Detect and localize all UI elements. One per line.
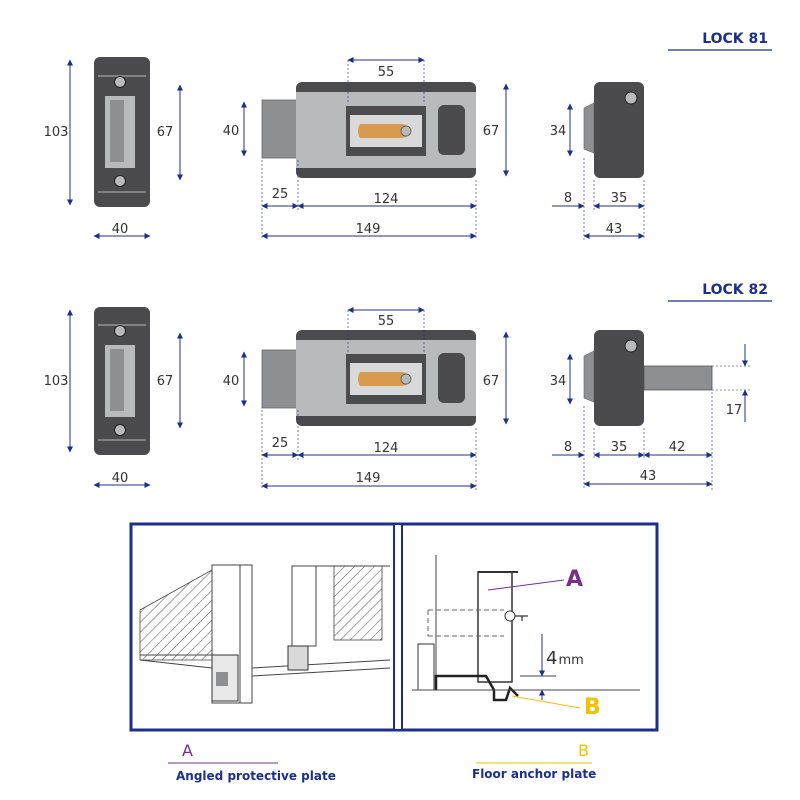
side-plate-height-label: 67 xyxy=(483,374,500,389)
end-height-label: 34 xyxy=(550,124,567,139)
body-length-label: 124 xyxy=(374,441,399,456)
plate-b-leader xyxy=(511,695,581,709)
plate-a-leader xyxy=(487,579,565,591)
installation-section: 4mm A B A Angled protective plate B Floo… xyxy=(129,522,659,783)
bolt-length-label: 25 xyxy=(272,187,289,202)
front-width-label: 40 xyxy=(112,222,129,237)
total-length-label: 149 xyxy=(356,222,381,237)
body-length-label: 124 xyxy=(374,192,399,207)
gate-illustration xyxy=(139,564,391,704)
lock-82-end-view xyxy=(583,330,713,426)
front-height-label: 103 xyxy=(44,125,69,140)
lock-82-front-view xyxy=(94,307,150,455)
end-total-width-label: 43 xyxy=(640,469,657,484)
end-body-width-label: 35 xyxy=(611,191,628,206)
bolt-length-label: 25 xyxy=(272,436,289,451)
end-bolt-length-label: 42 xyxy=(669,440,686,455)
side-body-height-label: 40 xyxy=(223,374,240,389)
key-span-label: 55 xyxy=(378,65,395,80)
lock-82-side-view xyxy=(261,330,476,426)
side-body-height-label: 40 xyxy=(223,124,240,139)
caption-b-text: Floor anchor plate xyxy=(472,767,596,781)
gap-label: 4mm xyxy=(546,648,584,669)
lock-81-end-view xyxy=(583,82,644,178)
end-offset-label: 8 xyxy=(564,440,572,455)
front-hole-spacing-label: 67 xyxy=(157,374,174,389)
bolt-height-label: 17 xyxy=(726,403,743,418)
end-offset-label: 8 xyxy=(564,191,572,206)
caption-a-text: Angled protective plate xyxy=(176,769,336,783)
end-total-width-label: 43 xyxy=(606,222,623,237)
front-width-label: 40 xyxy=(112,471,129,486)
plate-b-marker: B xyxy=(584,695,601,720)
key-span-label: 55 xyxy=(378,314,395,329)
front-height-label: 103 xyxy=(44,374,69,389)
end-body-width-label: 35 xyxy=(611,440,628,455)
key-icon xyxy=(504,610,516,622)
caption-a-letter: A xyxy=(182,741,193,760)
caption-b-letter: B xyxy=(578,741,589,760)
front-hole-spacing-label: 67 xyxy=(157,125,174,140)
lock-81: LOCK 81 103 67 40 40 xyxy=(44,31,772,240)
lock-82: LOCK 82 103 67 40 40 xyxy=(44,282,772,490)
angled-protective-plate-drawing xyxy=(287,645,309,671)
lock-81-front-view xyxy=(94,57,150,207)
end-height-label: 34 xyxy=(550,374,567,389)
panel-divider xyxy=(393,523,403,731)
lock-82-title: LOCK 82 xyxy=(702,282,768,298)
section-detail: 4mm A B xyxy=(412,555,640,720)
side-plate-height-label: 67 xyxy=(483,124,500,139)
lock-81-side-view xyxy=(261,82,476,178)
plate-a-marker: A xyxy=(566,567,583,592)
lock-81-title: LOCK 81 xyxy=(702,31,768,47)
total-length-label: 149 xyxy=(356,471,381,486)
